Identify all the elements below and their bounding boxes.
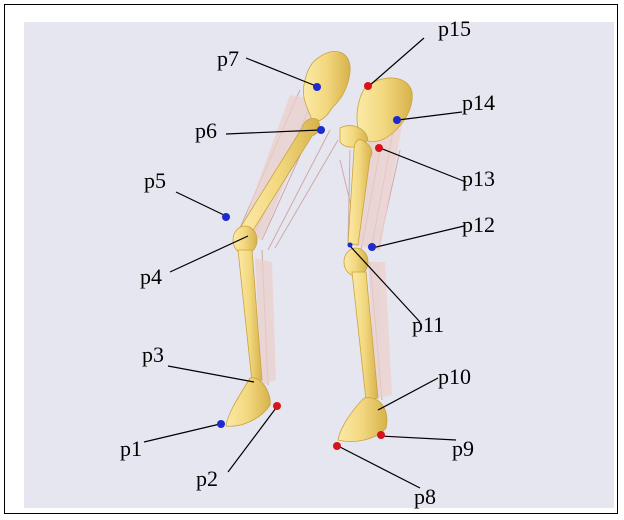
label-p13: p13 xyxy=(462,166,495,191)
label-p3: p3 xyxy=(142,342,164,367)
marker-dot-p13 xyxy=(375,144,383,152)
marker-dot-p7 xyxy=(313,83,321,91)
marker-dot-p1 xyxy=(217,420,225,428)
label-p7: p7 xyxy=(217,46,239,71)
marker-dot-p14 xyxy=(393,116,401,124)
label-p1: p1 xyxy=(120,436,142,461)
label-p12: p12 xyxy=(462,212,495,237)
marker-dot-p5 xyxy=(222,213,230,221)
label-p8: p8 xyxy=(414,484,436,509)
marker-dot-p15 xyxy=(364,82,372,90)
label-p11: p11 xyxy=(412,312,444,337)
marker-dot-p6 xyxy=(317,126,325,134)
marker-dot-p12 xyxy=(368,243,376,251)
label-p4: p4 xyxy=(140,264,162,289)
label-p2: p2 xyxy=(196,466,218,491)
label-p6: p6 xyxy=(195,118,217,143)
marker-dot-p9 xyxy=(377,431,385,439)
right-leg-bones xyxy=(338,78,412,442)
label-p14: p14 xyxy=(462,90,495,115)
label-p5: p5 xyxy=(144,168,166,193)
marker-dot-p2 xyxy=(273,402,281,410)
marker-dot-p8 xyxy=(333,442,341,450)
label-p10: p10 xyxy=(438,364,471,389)
label-p9: p9 xyxy=(452,436,474,461)
left-pelvis xyxy=(303,51,350,121)
left-foot xyxy=(226,378,270,427)
marker-dot-p11 xyxy=(348,243,353,248)
label-p15: p15 xyxy=(438,16,471,41)
